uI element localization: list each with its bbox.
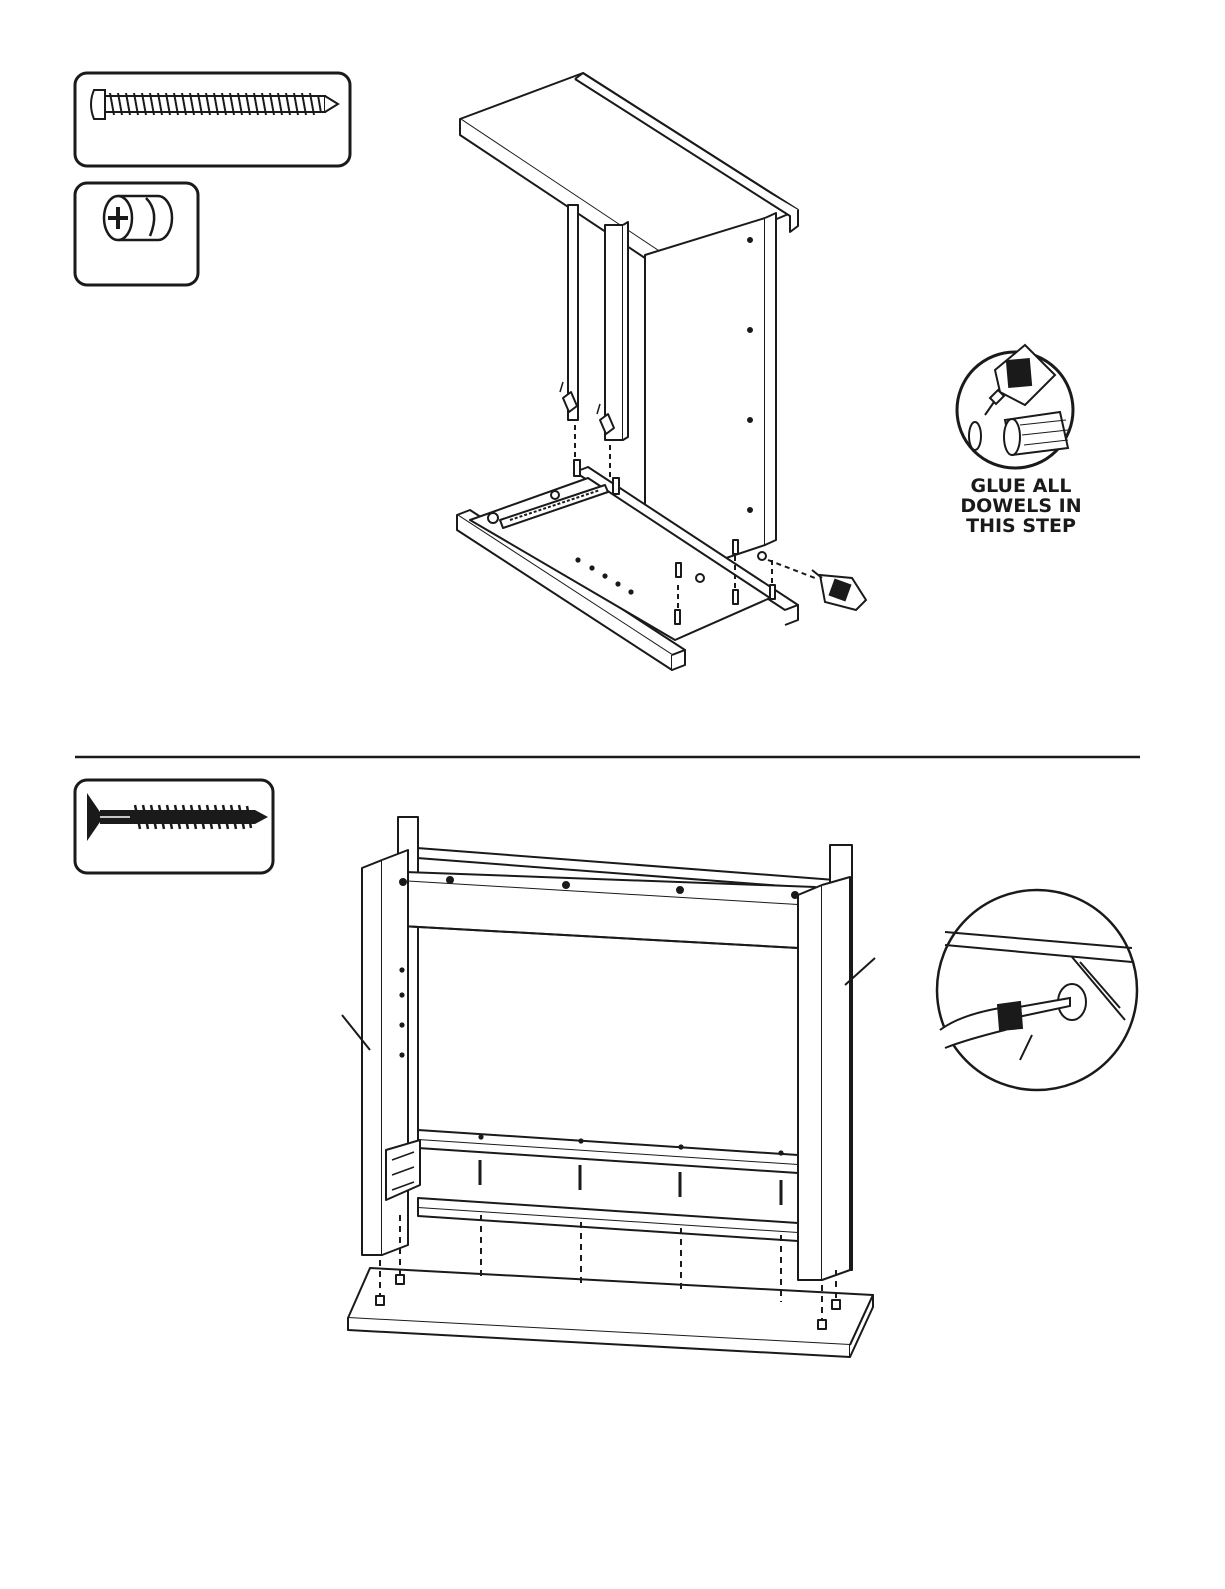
screwdriver-detail-callout — [937, 890, 1137, 1090]
hardware-box-pan-screw — [75, 73, 350, 166]
glue-bottle-small-icon — [812, 570, 866, 610]
upper-cabinet-assembly — [457, 73, 815, 670]
glue-note-line-1: GLUE ALL — [971, 475, 1072, 497]
hardware-box-cam-lock — [75, 183, 198, 285]
hardware-box-flat-screw — [75, 780, 273, 873]
glue-callout: GLUE ALL DOWELS IN THIS STEP — [957, 345, 1082, 537]
glue-note-line-2: DOWELS IN — [960, 495, 1081, 517]
cam-lock-icon — [104, 196, 172, 240]
glue-note-line-3: THIS STEP — [966, 515, 1076, 537]
lower-frame-assembly — [342, 817, 875, 1357]
